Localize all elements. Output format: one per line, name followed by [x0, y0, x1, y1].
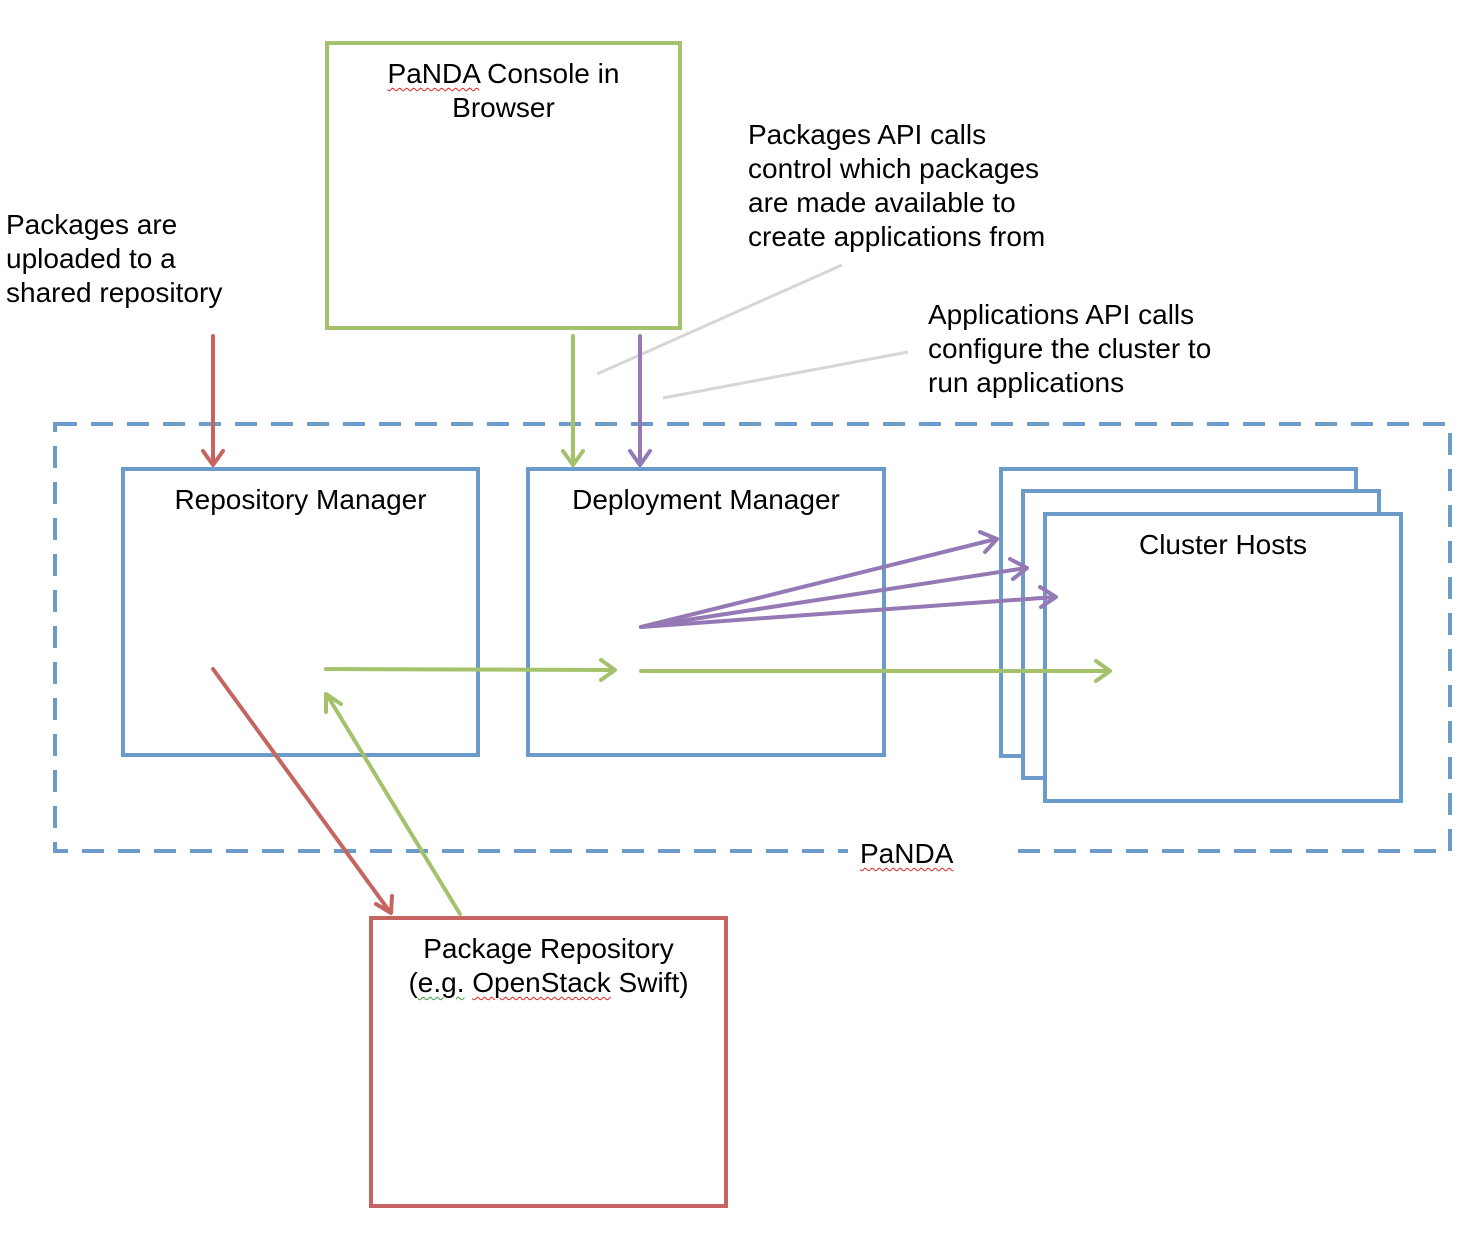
- applications-api-note: Applications API calls configure the clu…: [928, 298, 1211, 400]
- repository-manager-box: Repository Manager: [121, 467, 480, 757]
- panda-boundary-label-text: PaNDA: [860, 838, 954, 869]
- package-repository-label-eg: e.g.: [417, 967, 465, 998]
- packages-api-note-line: are made available to: [748, 187, 1016, 218]
- packages-upload-note-line: uploaded to a: [6, 243, 176, 274]
- panda-console-label-line1: PaNDA Console in: [388, 58, 620, 89]
- package-repository-to-repository-manager-arrow: [324, 692, 462, 916]
- applications-api-note-line: run applications: [928, 367, 1125, 398]
- panda-console-box: PaNDA Console in Browser: [325, 41, 682, 330]
- package-repository-label: Package Repository (e.g. OpenStack Swift…: [373, 932, 724, 1000]
- applications-api-leader-line: [662, 350, 909, 400]
- cluster-hosts-box: Cluster Hosts: [1043, 512, 1403, 803]
- panda-boundary: [53, 422, 1452, 853]
- applications-api-note-line: Applications API calls: [928, 299, 1195, 330]
- packages-upload-note: Packages are uploaded to a shared reposi…: [6, 208, 222, 310]
- packages-api-note-line: control which packages: [748, 153, 1040, 184]
- panda-console-label: PaNDA Console in Browser: [329, 57, 678, 125]
- console-api-to-deployment-manager-arrow: [628, 334, 652, 467]
- repository-manager-label: Repository Manager: [174, 484, 427, 515]
- package-repository-label-openstack: OpenStack: [472, 967, 611, 998]
- panda-label-gap: [848, 840, 1014, 862]
- deployment-to-cluster-host-middle-arrow: [639, 557, 1029, 629]
- deployment-to-cluster-arrow: [639, 659, 1112, 683]
- panda-console-label-line2: Browser: [452, 92, 555, 123]
- deployment-to-cluster-host-front-arrow: [639, 585, 1058, 629]
- packages-api-note-line: create applications from: [748, 221, 1046, 252]
- packages-upload-note-line: shared repository: [6, 277, 223, 308]
- package-repository-box: Package Repository (e.g. OpenStack Swift…: [369, 916, 728, 1208]
- package-repository-label-line1: Package Repository: [423, 933, 674, 964]
- packages-api-note-line: Packages API calls: [748, 119, 987, 150]
- applications-api-note-line: configure the cluster to: [928, 333, 1212, 364]
- upload-to-repository-manager-arrow: [201, 334, 225, 467]
- package-repository-label-open: (: [408, 967, 418, 998]
- package-repository-label-line2: (e.g. OpenStack Swift): [408, 967, 688, 998]
- panda-boundary-label: PaNDA: [860, 837, 953, 871]
- deployment-manager-label: Deployment Manager: [572, 484, 840, 515]
- cluster-hosts-label: Cluster Hosts: [1138, 529, 1308, 560]
- panda-console-label-rest: Console in: [479, 58, 620, 89]
- package-repository-label-rest: Swift): [610, 967, 689, 998]
- repository-manager-to-package-repository-arrow: [211, 667, 394, 915]
- deployment-to-cluster-host-back-arrow: [639, 530, 999, 629]
- console-to-deployment-manager-arrow: [561, 334, 585, 467]
- panda-console-label-panda: PaNDA: [387, 58, 480, 89]
- packages-api-note: Packages API calls control which package…: [748, 118, 1045, 254]
- packages-upload-note-line: Packages are: [6, 209, 178, 240]
- packages-api-leader-line: [596, 263, 843, 376]
- repository-to-deployment-arrow: [324, 658, 617, 682]
